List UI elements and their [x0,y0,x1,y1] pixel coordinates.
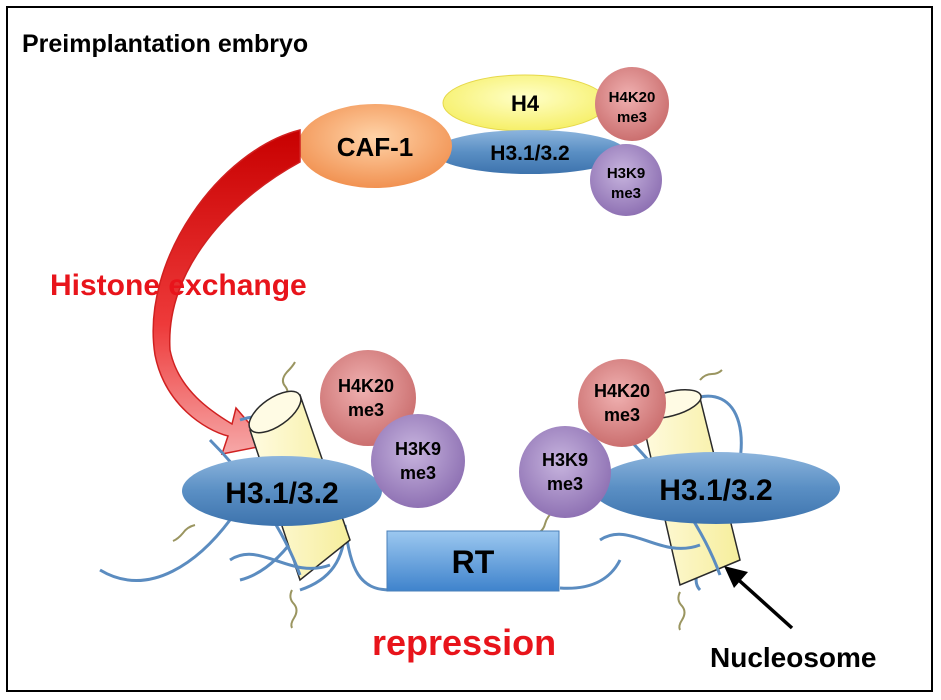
caf1-oval [298,104,452,188]
nucleosome-label: Nucleosome [710,642,877,673]
h4k20-me3-label-left: me3 [348,400,384,420]
h3k9-label-right: H3K9 [542,450,588,470]
h3k9-me3-label-right: me3 [547,474,583,494]
right-nucleosome: H3.1/3.2 H4K20 me3 H3K9 me3 [519,359,840,631]
h4k20-me3-label-right: me3 [604,405,640,425]
h3-label-top: H3.1/3.2 [490,142,569,165]
h3-oval-right [592,452,840,524]
rt-label: RT [452,544,495,580]
rt-box [386,530,560,592]
h3k9-label-left: H3K9 [395,439,441,459]
h3k9-me3-label-left: me3 [400,463,436,483]
repression-label: repression [372,622,556,663]
histone-exchange-label: Histone exchange [50,269,307,302]
h3-label-right: H3.1/3.2 [659,474,772,507]
nucleosome-pointer-arrow [724,566,794,630]
h4-label: H4 [511,91,540,116]
caf1-label: CAF-1 [337,132,414,162]
h4k20me3-circle-right [578,359,666,447]
h4k20-me3-label-top: me3 [617,109,647,126]
h4k20-label-right: H4K20 [594,381,650,401]
caf1-complex: H4 H3.1/3.2 CAF-1 H4K20 me3 H3K9 me3 [298,67,669,216]
h4k20-label-top: H4K20 [609,89,656,106]
figure-title: Preimplantation embryo [22,30,308,58]
h3k9me3-circle-right [519,426,611,518]
figure-frame [6,6,933,692]
h3-label-left: H3.1/3.2 [225,477,338,510]
h4k20me3-circle-top [595,67,669,141]
h3k9-label-top: H3K9 [607,165,645,182]
h4k20-label-left: H4K20 [338,376,394,396]
left-nucleosome: H3.1/3.2 H4K20 me3 H3K9 me3 [172,350,465,629]
h3k9me3-circle-top [590,144,662,216]
h3k9me3-circle-left [371,414,465,508]
h3-oval-left [182,456,382,526]
h3k9-me3-label-top: me3 [611,185,641,202]
h3-oval-top [434,130,626,174]
